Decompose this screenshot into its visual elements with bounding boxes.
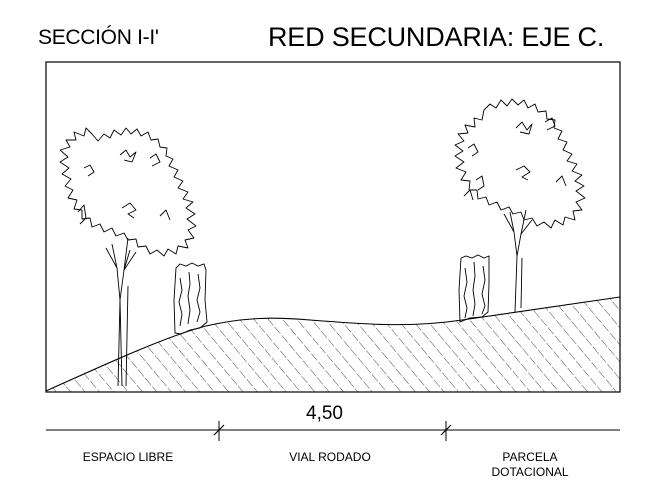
zone-label-espacio-libre: ESPACIO LIBRE — [68, 450, 188, 465]
tree-left — [59, 127, 197, 387]
tree-right — [454, 98, 586, 313]
zone-label-parcela-dotacional: PARCELA DOTACIONAL — [480, 450, 580, 480]
page-title: RED SECUNDARIA: EJE C. — [268, 22, 605, 52]
zone-label-line: VIAL RODADO — [289, 450, 371, 464]
dimension-value: 4,50 — [306, 403, 343, 424]
hedge-left — [173, 262, 208, 335]
terrain-hatch — [46, 297, 620, 392]
tree-right-canopy — [454, 98, 586, 229]
terrain-profile — [46, 296, 620, 392]
section-label: SECCIÓN I-I' — [38, 26, 159, 49]
tree-left-canopy — [59, 127, 197, 257]
dimension-line — [46, 421, 620, 441]
zone-label-line: PARCELA — [502, 450, 558, 464]
zone-label-vial-rodado: VIAL RODADO — [270, 450, 390, 465]
zone-label-line: DOTACIONAL — [491, 465, 569, 479]
zone-label-line: ESPACIO LIBRE — [82, 450, 174, 464]
hedge-right — [458, 254, 490, 323]
